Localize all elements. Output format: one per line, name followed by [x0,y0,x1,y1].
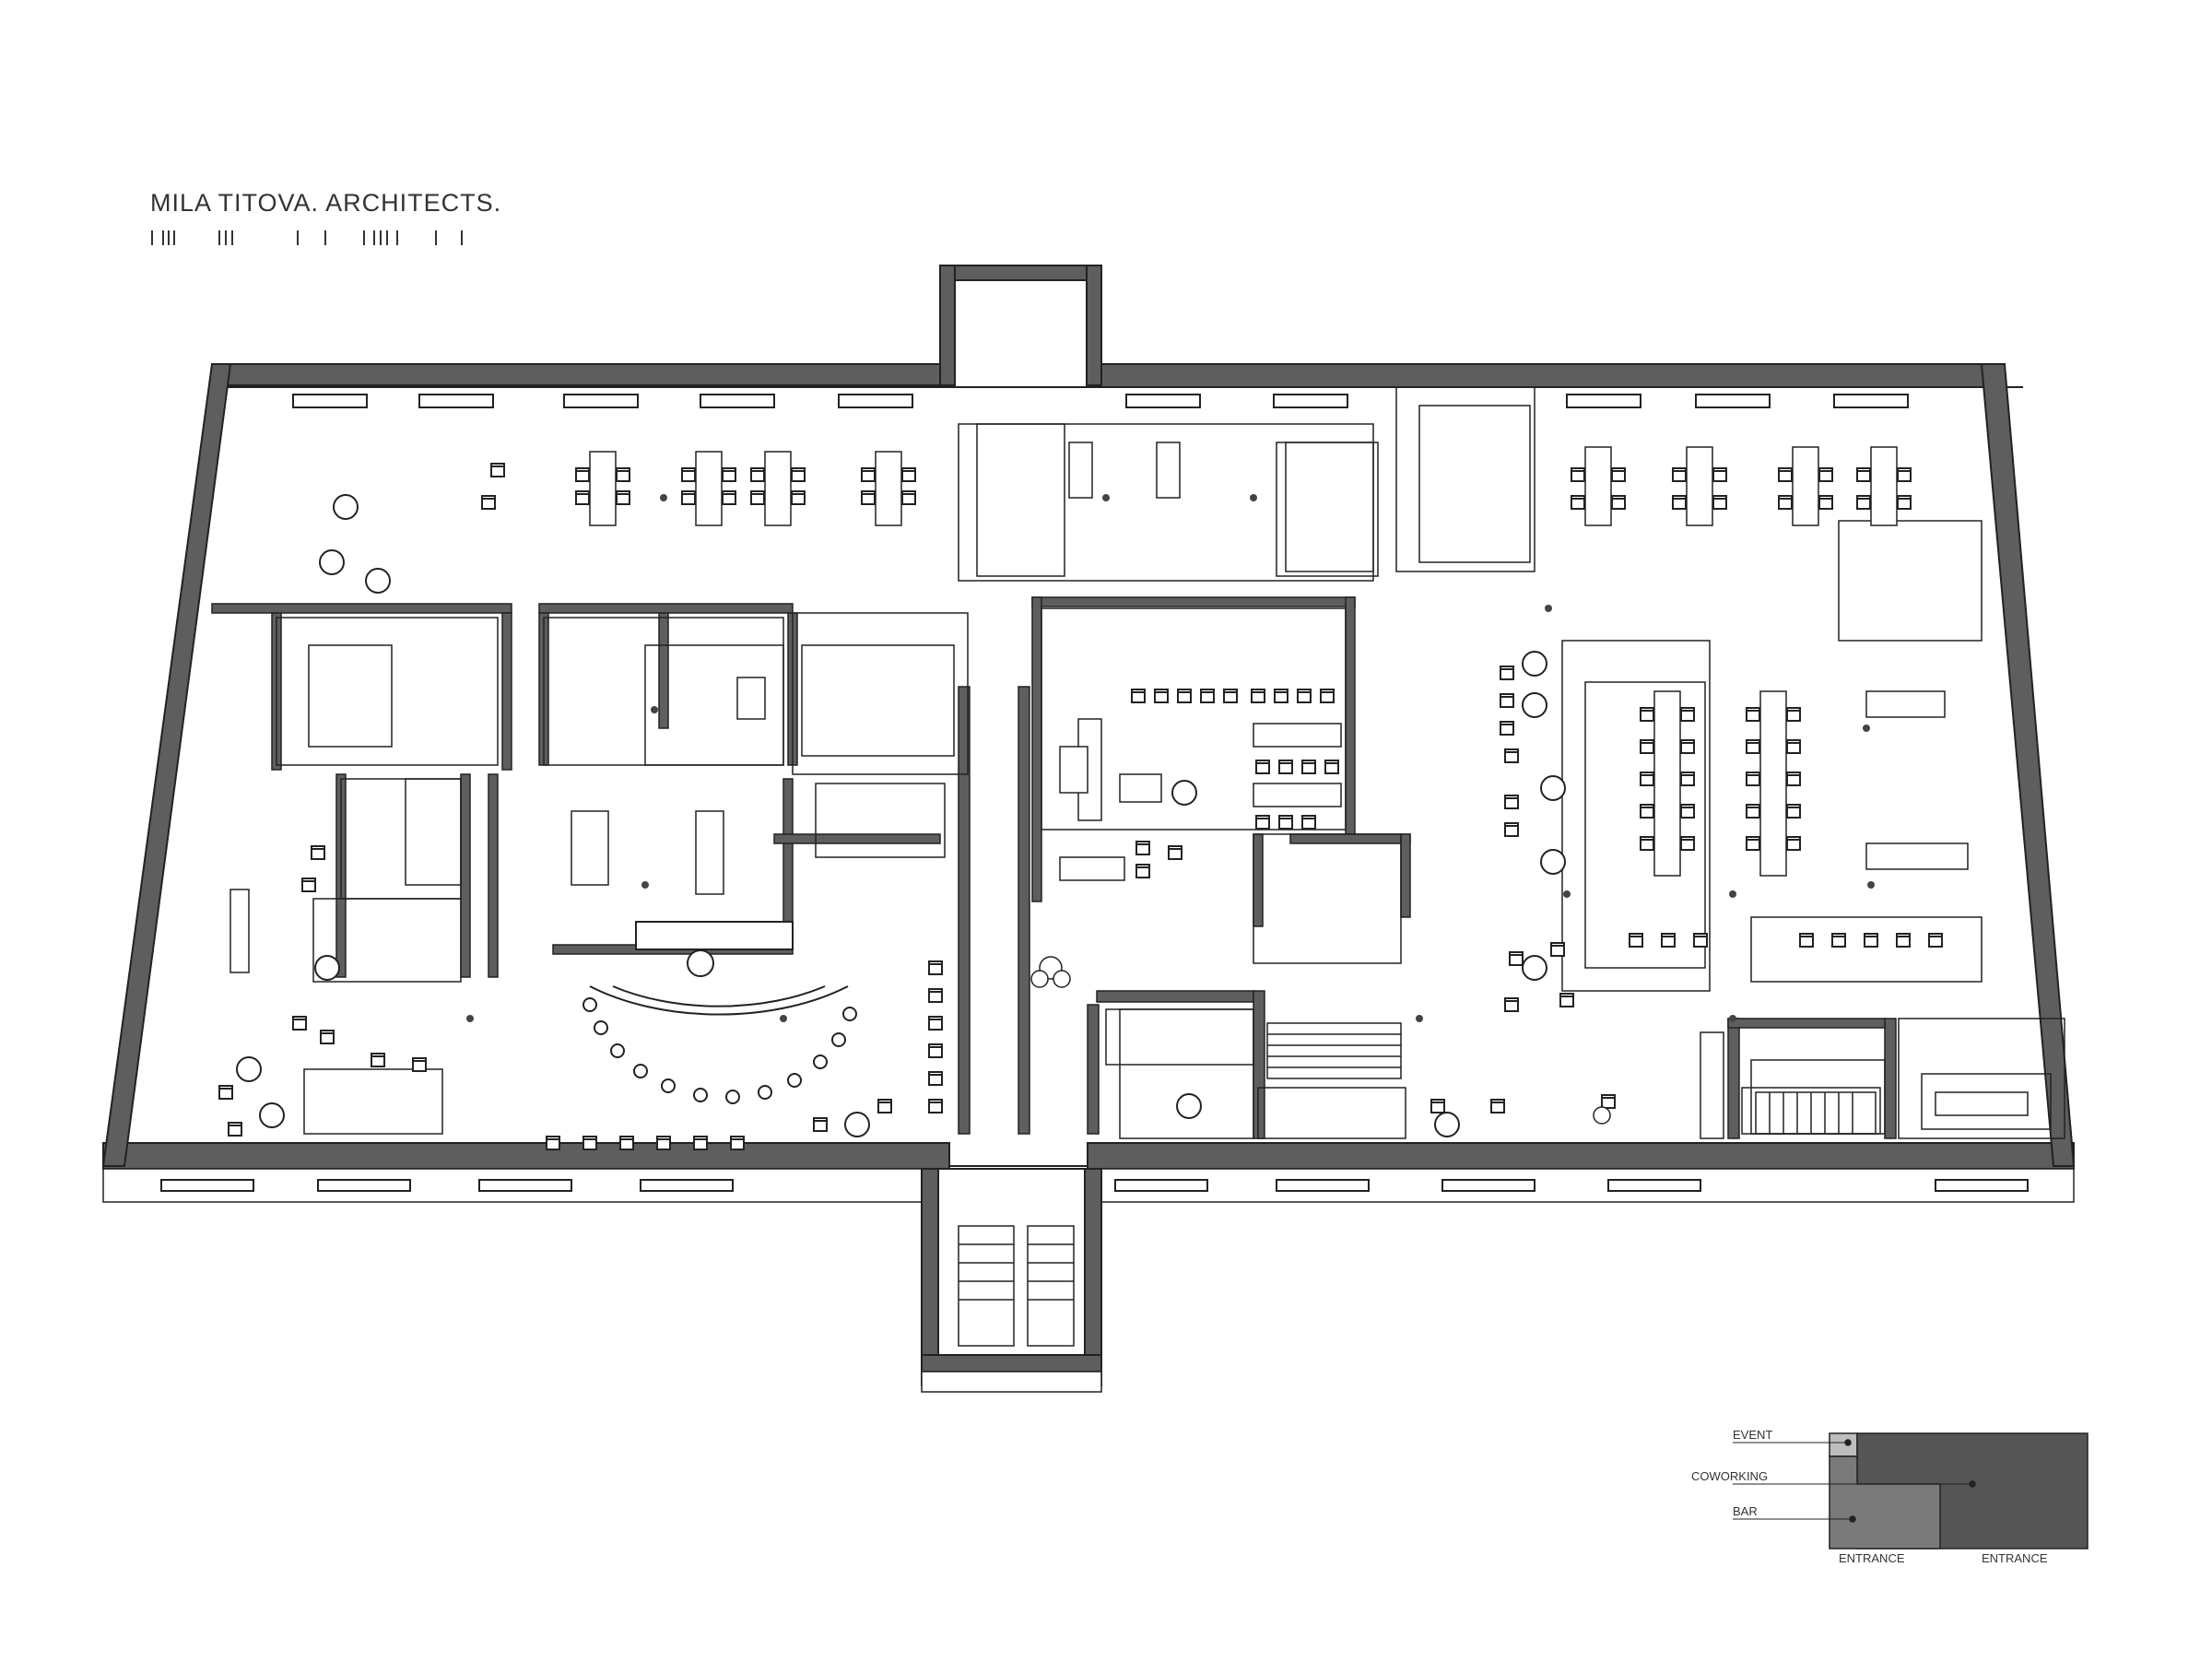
legend-entrance-left: ENTRANCE [1839,1551,1905,1565]
pendant-lamps [466,494,1875,1022]
south-windows [160,1179,2029,1192]
east-stair [1755,1091,1877,1135]
legend-label-bar: BAR [1733,1504,1758,1518]
north-windows [292,394,1909,408]
legend-label-event: EVENT [1733,1428,1773,1442]
brand-tick-marks [151,230,463,245]
brand-title: MILA TITOVA. ARCHITECTS. [150,189,502,217]
north-stair-bay [939,265,1102,388]
central-stair [1266,1022,1402,1079]
legend-swatch-event [1829,1432,1858,1457]
interior-walls [211,596,1897,1139]
zoning-legend [1733,1432,2088,1549]
plant-icon [1030,956,1611,1125]
legend-label-coworking: COWORKING [1691,1469,1769,1483]
legend-entrance-right: ENTRANCE [1982,1551,2048,1565]
south-stair-bay [921,1168,1102,1393]
desk-tables [589,442,2029,1116]
bar-counter [589,921,849,1016]
